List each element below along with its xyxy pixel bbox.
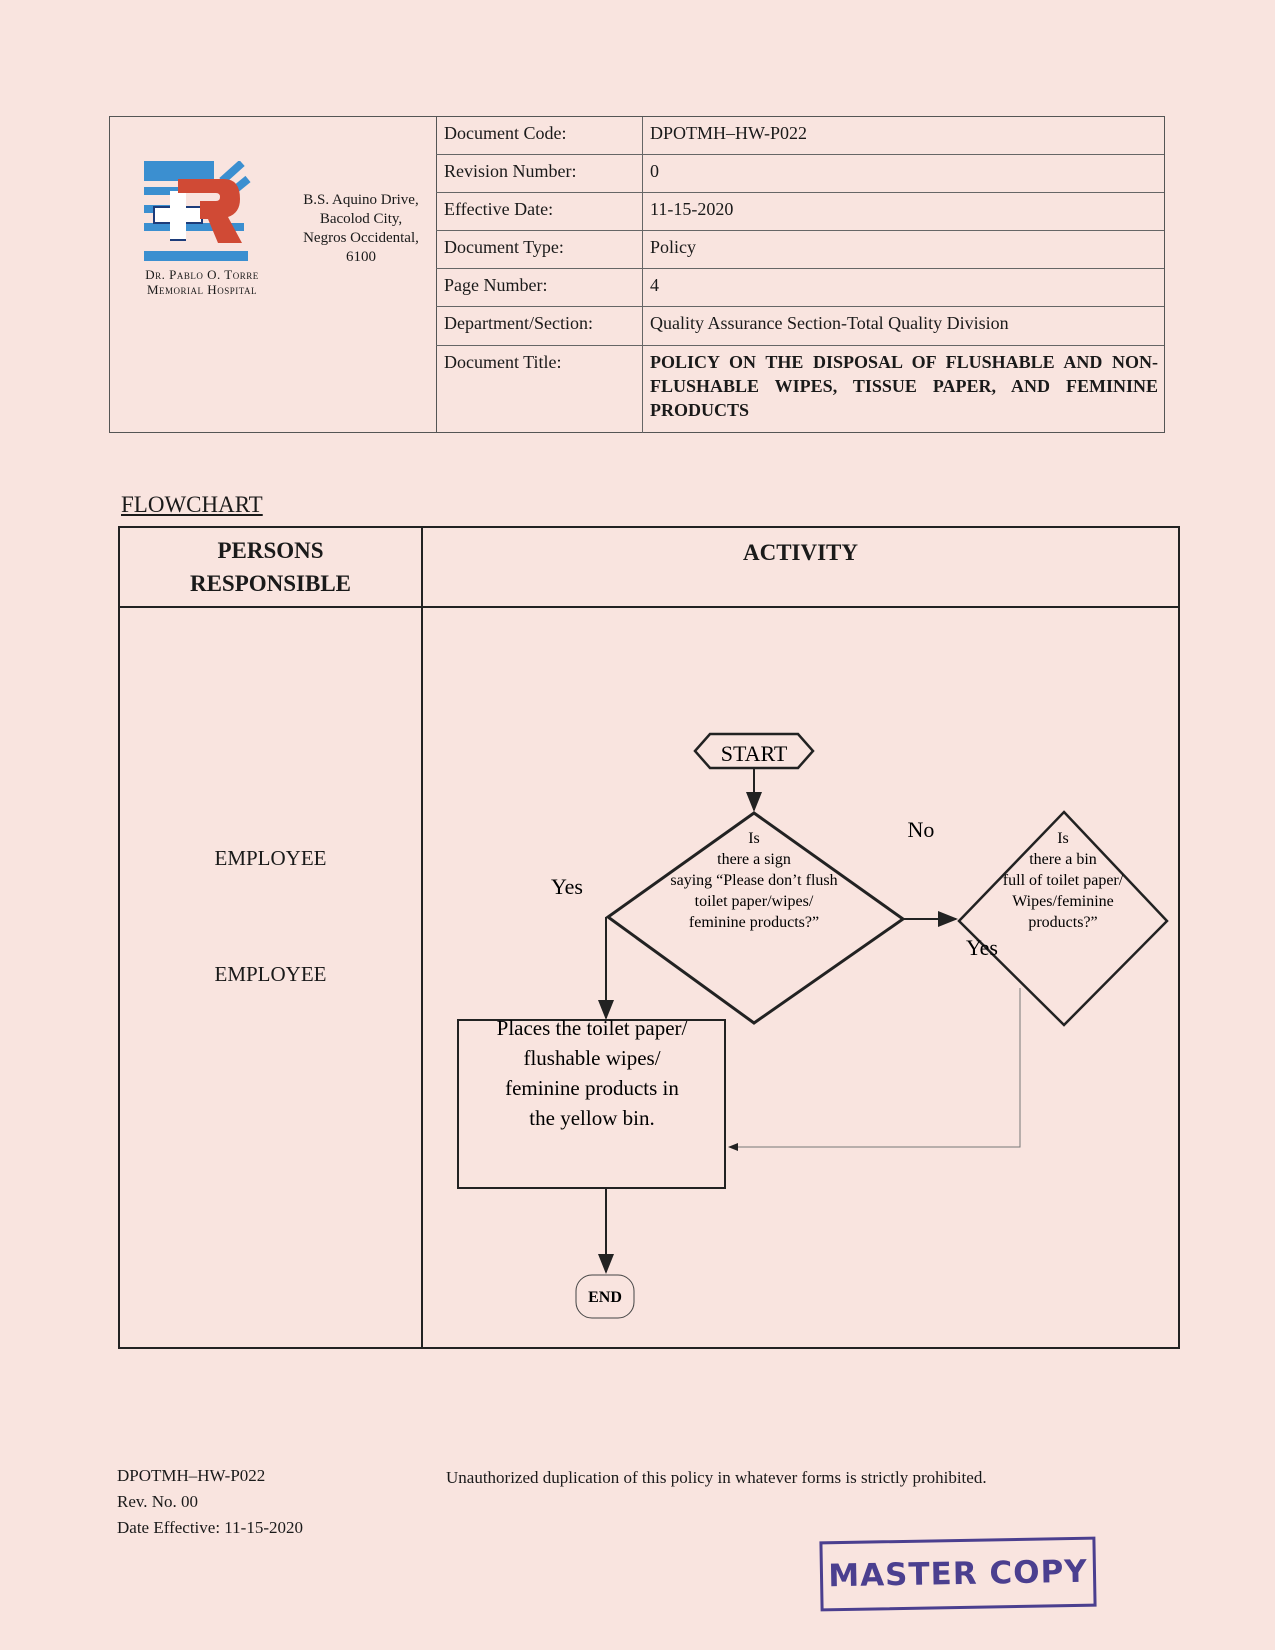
row-page-number: Page Number:4 <box>436 269 1164 307</box>
svg-text:Wipes/feminine: Wipes/feminine <box>1012 893 1114 910</box>
svg-text:Is: Is <box>1057 830 1069 847</box>
footer-notice: Unauthorized duplication of this policy … <box>446 1468 987 1487</box>
row-department: Department/Section:Quality Assurance Sec… <box>436 307 1164 346</box>
svg-text:the yellow bin.: the yellow bin. <box>529 1106 654 1130</box>
decision-sign-text: Is there a sign saying “Please don’t flu… <box>670 830 837 931</box>
footer-date: Date Effective: 11-15-2020 <box>117 1518 303 1537</box>
svg-text:feminine products?”: feminine products?” <box>689 914 819 931</box>
svg-text:toilet paper/wipes/: toilet paper/wipes/ <box>695 893 814 910</box>
footer-code: DPOTMH–HW-P022 <box>117 1466 266 1485</box>
row-document-title: Document Title:POLICY ON THE DISPOSAL OF… <box>436 346 1164 433</box>
svg-text:products?”: products?” <box>1028 914 1097 931</box>
row-revision: Revision Number:0 <box>436 155 1164 193</box>
svg-text:full of toilet paper/: full of toilet paper/ <box>1003 872 1124 889</box>
document-header-table: Dr. Pablo O. Torre Memorial Hospital B.S… <box>109 116 1165 433</box>
process-box <box>457 1019 726 1189</box>
decision-bin-text: Is there a bin full of toilet paper/ Wip… <box>1003 830 1124 931</box>
end-label: END <box>588 1289 622 1306</box>
logo-cell: Dr. Pablo O. Torre Memorial Hospital B.S… <box>110 117 437 432</box>
hospital-logo-icon <box>144 161 251 261</box>
svg-text:feminine products in: feminine products in <box>505 1076 679 1100</box>
start-label: START <box>721 741 788 766</box>
row-effective-date: Effective Date:11-15-2020 <box>436 193 1164 231</box>
process-text: Places the toilet paper/ <box>497 1016 688 1040</box>
person-employee-1: EMPLOYEE <box>214 846 327 870</box>
end-terminator <box>575 1274 635 1319</box>
svg-text:Is: Is <box>748 830 760 847</box>
no-label: No <box>908 817 935 842</box>
activity-header: ACTIVITY <box>742 540 859 565</box>
row-document-code: Document Code:DPOTMH–HW-P022 <box>436 117 1164 155</box>
svg-text:flushable wipes/: flushable wipes/ <box>523 1046 660 1070</box>
person-employee-2: EMPLOYEE <box>214 962 327 986</box>
svg-text:saying “Please don’t flush: saying “Please don’t flush <box>670 872 837 889</box>
master-copy-stamp: MASTER COPY <box>819 1536 1097 1612</box>
decision-bin-diamond <box>957 810 1169 1027</box>
svg-text:there a bin: there a bin <box>1029 851 1097 868</box>
yes-label-2: Yes <box>966 935 998 960</box>
start-terminator <box>693 732 815 770</box>
hospital-address: B.S. Aquino Drive,Bacolod City,Negros Oc… <box>303 192 419 265</box>
yes-label-1: Yes <box>551 874 583 899</box>
decision-sign-diamond <box>605 811 906 1025</box>
arrow-yes-2 <box>728 988 1021 1151</box>
svg-text:Places the toilet paper/: Places the toilet paper/ <box>497 1016 688 1040</box>
footer-document-info: DPOTMH–HW-P022 Rev. No. 00 Date Effectiv… <box>117 1463 303 1541</box>
flowchart-heading: FLOWCHART <box>121 492 263 517</box>
hospital-name: Dr. Pablo O. Torre Memorial Hospital <box>145 267 259 297</box>
footer-revision: Rev. No. 00 <box>117 1492 199 1511</box>
svg-text:there a sign: there a sign <box>717 851 791 868</box>
row-document-type: Document Type:Policy <box>436 231 1164 269</box>
